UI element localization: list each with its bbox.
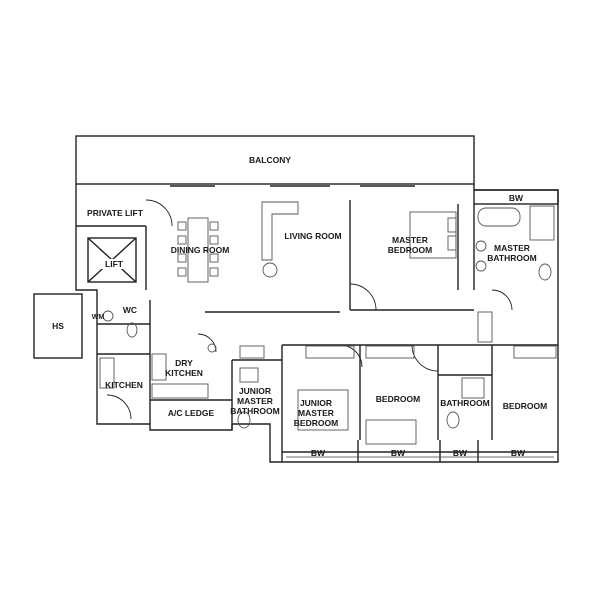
bathtub	[477, 207, 521, 227]
bw-bathroom-label: BW	[452, 448, 468, 458]
bw-master-label: BW	[508, 193, 524, 203]
hs-outline	[33, 293, 83, 359]
bedroom-bed	[365, 419, 417, 445]
dining-room-label: DINING ROOM	[170, 245, 230, 255]
bedroom-2-label: BEDROOM	[502, 401, 548, 411]
dining-table	[187, 217, 209, 283]
junior-master-bathroom-label: JUNIOR MASTER BATHROOM	[230, 386, 280, 416]
ac-ledge-label: A/C LEDGE	[167, 408, 215, 418]
private-lift-label: PRIVATE LIFT	[87, 208, 143, 218]
master-bedroom-label: MASTER BEDROOM	[387, 235, 433, 255]
junior-master-bed	[297, 389, 349, 431]
bedroom-1-label: BEDROOM	[375, 394, 421, 404]
lift-label: LIFT	[100, 259, 128, 269]
junior-master-bedroom-label: JUNIOR MASTER BEDROOM	[293, 398, 339, 428]
master-bathroom-label: MASTER BATHROOM	[487, 243, 537, 263]
furniture	[99, 201, 557, 445]
bw-bedroom-2-label: BW	[510, 448, 526, 458]
dry-kitchen-label: DRY KITCHEN	[165, 358, 203, 378]
wm-label: WM	[91, 314, 105, 321]
balcony-outline	[75, 135, 475, 185]
door-swings	[106, 199, 513, 420]
master-bed	[409, 211, 457, 259]
sofa	[261, 201, 299, 261]
kitchen-label: KITCHEN	[105, 380, 143, 390]
coffee-table	[262, 262, 278, 278]
hs-label: HS	[52, 321, 64, 331]
living-room-label: LIVING ROOM	[284, 231, 342, 241]
bathroom-label: BATHROOM	[440, 398, 490, 408]
balcony-label: BALCONY	[248, 155, 292, 165]
master-bw-outline	[473, 189, 559, 205]
lift-shaft	[87, 237, 137, 283]
bw-bedroom-1-label: BW	[390, 448, 406, 458]
bw-junior-master-label: BW	[310, 448, 326, 458]
wc-label: WC	[122, 305, 138, 315]
